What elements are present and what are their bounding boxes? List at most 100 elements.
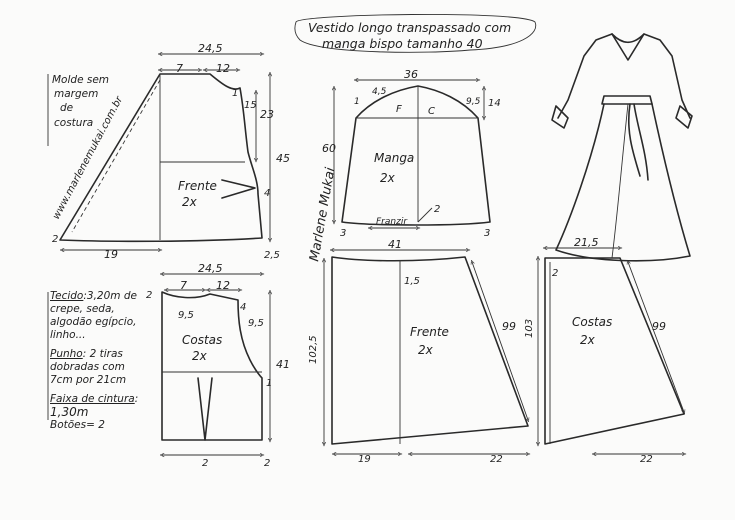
dress-right-cuff [675, 105, 693, 129]
dim-label-costas-skirt-21-5: 21,5 [574, 236, 599, 249]
tecido-line: Tecido:3,20m de [50, 290, 140, 303]
dim-label-frente-skirt-102-5: 102,5 [308, 335, 319, 364]
dim-label-costas-4: 4 [240, 302, 246, 313]
faixa-text-3: Botões= 2 [50, 419, 105, 431]
frente-bodice-label: Frente [178, 179, 217, 193]
dim-label-costas-24-5: 24,5 [198, 262, 223, 275]
dim-label-frente-45: 45 [276, 152, 290, 165]
dim-label-frente-15: 15 [244, 100, 257, 111]
manga-slit [417, 207, 433, 223]
title-outline [294, 13, 537, 53]
title-line1: Vestido longo transpassado com [308, 20, 511, 35]
dim-label-costas-7: 7 [180, 279, 187, 292]
dim-label-frente-skirt-1-5: 1,5 [404, 276, 420, 287]
tecido-text-2: crepe, seda, [50, 303, 115, 315]
manga-back-mark: C [428, 106, 435, 117]
dim-label-frente-skirt-99: 99 [502, 320, 516, 333]
dim-label-frente-skirt-41: 41 [388, 238, 402, 251]
costas-bodice-label: Costas [182, 333, 222, 347]
fabric-notes: Tecido:3,20m de crepe, seda, algodão egí… [50, 290, 140, 432]
frente-bodice-outline [59, 73, 263, 243]
dim-label-frente-19: 19 [104, 248, 118, 261]
manga-label: Manga [374, 151, 414, 165]
dim-label-manga-1: 1 [354, 97, 360, 107]
dim-label-manga-14: 14 [488, 98, 501, 109]
dim-label-costas-12: 12 [216, 279, 230, 292]
dim-label-costas-9-5a: 9,5 [178, 310, 194, 321]
mold-note-line3: de [60, 102, 73, 114]
dress-skirt [555, 103, 691, 262]
dim-label-costas-41: 41 [276, 358, 290, 371]
costas-skirt-qty: 2x [580, 333, 596, 347]
mold-note-line1: Molde sem [52, 74, 109, 86]
dress-right-shoulder-sleeve [611, 33, 691, 119]
mold-note: Molde sem margem de costura [47, 74, 109, 146]
mold-note-line2: margem [54, 88, 98, 100]
dim-label-manga-2: 2 [434, 204, 440, 215]
dim-label-manga-60: 60 [322, 142, 336, 155]
tecido-text-4: linho... [50, 329, 86, 341]
manga-franzir-label: Franzir [376, 217, 408, 227]
dim-label-frente-2-5: 2,5 [264, 250, 280, 261]
manga-outline [341, 85, 491, 226]
dim-label-costas-1: 1 [266, 378, 272, 389]
costas-skirt-outline [544, 257, 685, 445]
dim-label-frente-4: 4 [264, 188, 270, 199]
frente-fold-line [71, 79, 161, 233]
dim-label-costas-9-5b: 9,5 [248, 318, 264, 329]
mold-note-line4: costura [54, 117, 93, 129]
dim-label-frente-1: 1 [232, 88, 238, 99]
frente-skirt-qty: 2x [418, 343, 434, 357]
dim-label-manga-9-5: 9,5 [466, 97, 481, 107]
dim-label-frente-24-5: 24,5 [198, 42, 223, 55]
tecido-label: Tecido [50, 290, 84, 302]
dim-frente-skirt-99 [472, 262, 528, 420]
title-line2: manga bispo tamanho 40 [322, 36, 483, 51]
dim-label-manga-4-5: 4,5 [372, 87, 387, 97]
dress-sash-ties [627, 103, 649, 181]
frente-skirt-label: Frente [410, 325, 449, 339]
punho-label: Punho [50, 348, 83, 360]
costas-skirt-label: Costas [572, 315, 612, 329]
costas-bodice-outline [161, 291, 263, 441]
dim-label-costas-skirt-2: 2 [552, 268, 558, 279]
dress-neckline [611, 33, 645, 61]
dress-illustration [551, 33, 693, 262]
dim-label-frente-skirt-19: 19 [358, 454, 371, 465]
dress-waist-sash [601, 95, 653, 105]
faixa-label: Faixa de cintura [50, 393, 135, 405]
dim-label-manga-3a: 3 [340, 228, 346, 239]
dim-label-costas-skirt-103: 103 [524, 319, 535, 338]
frente-bodice: 24,5 7 12 1 15 23 45 4 2,5 19 2 Frente 2… [52, 42, 290, 261]
dim-label-frente-7: 7 [176, 62, 183, 75]
dress-left-shoulder-sleeve [557, 33, 613, 119]
dim-label-frente-12: 12 [216, 62, 230, 75]
dim-costas-skirt-99 [628, 262, 684, 412]
punho-line: Punho: 2 tiras [50, 348, 140, 361]
faixa-line: Faixa de cintura: [50, 393, 140, 406]
tecido-text-1: :3,20m de [83, 290, 137, 302]
dress-left-cuff [551, 105, 569, 129]
costas-dart [197, 377, 213, 441]
frente-bodice-qty: 2x [182, 195, 198, 209]
dim-label-costas-skirt-99: 99 [652, 320, 666, 333]
dim-label-frente-23: 23 [260, 108, 274, 121]
dim-label-frente-skirt-22: 22 [490, 454, 503, 465]
manga-qty: 2x [380, 171, 396, 185]
punho-text-1: : 2 tiras [82, 348, 123, 360]
costas-bodice: 24,5 7 12 2 9,5 4 9,5 41 1 2 2 Costas 2x [146, 262, 290, 469]
dim-label-costas-2c: 2 [264, 458, 270, 469]
dim-label-costas-2: 2 [146, 290, 152, 301]
frente-skirt: 41 1,5 102,5 99 19 22 Frente 2x [308, 238, 528, 465]
costas-skirt: 21,5 2 103 99 22 Costas 2x [524, 236, 684, 465]
dim-label-manga-3b: 3 [484, 228, 490, 239]
title-block: Vestido longo transpassado com manga bis… [294, 13, 537, 53]
manga: 36 F C 1 4,5 9,5 14 60 2 3 3 Franzir Man… [322, 68, 501, 239]
costas-bodice-qty: 2x [192, 349, 208, 363]
dim-label-frente-2: 2 [52, 234, 58, 245]
dress-wrap-line [611, 103, 629, 259]
punho-text-2: dobradas com [50, 361, 125, 373]
tecido-text-3: algodão egípcio, [50, 316, 137, 328]
